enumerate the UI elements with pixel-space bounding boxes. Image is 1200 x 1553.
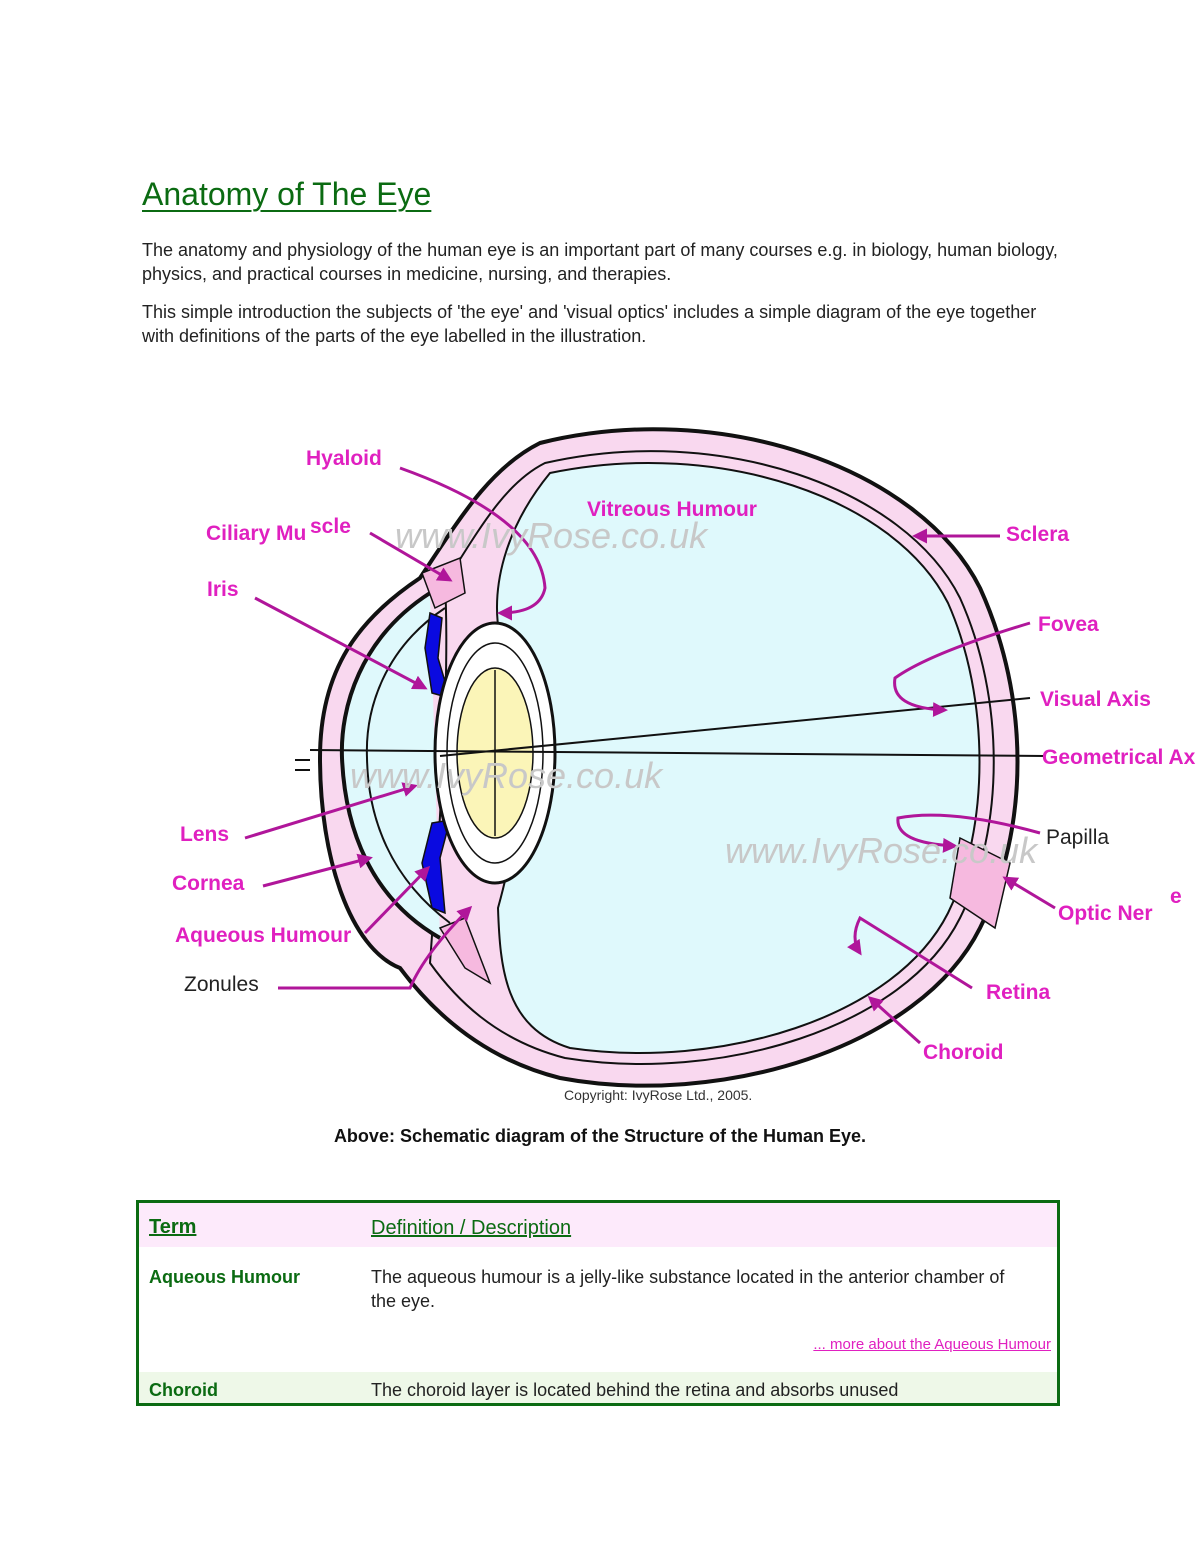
term-aqueous-humour: Aqueous Humour: [149, 1267, 300, 1287]
optic-nerve: [949, 836, 1011, 930]
label-choroid: Choroid: [923, 1041, 1003, 1064]
definition-choroid: The choroid layer is located behind the …: [371, 1380, 899, 1400]
watermark-1: www.IvyRose.co.uk: [395, 515, 709, 556]
label-optic-nerve-a: Optic Ner: [1058, 902, 1153, 925]
page-title: Anatomy of The Eye: [142, 176, 432, 212]
label-zonules: Zonules: [184, 973, 259, 996]
watermark-3: www.IvyRose.co.uk: [725, 830, 1039, 871]
label-lens: Lens: [180, 823, 229, 846]
term-choroid: Choroid: [149, 1380, 218, 1400]
eye-diagram: www.IvyRose.co.uk www.IvyRose.co.uk www.…: [172, 427, 1196, 1103]
more-aqueous-humour-link[interactable]: ... more about the Aqueous Humour: [813, 1336, 1051, 1353]
label-geometrical-axis: Geometrical Ax: [1042, 746, 1196, 769]
intro-paragraph-2: This simple introduction the subjects of…: [142, 302, 1037, 346]
watermark-2: www.IvyRose.co.uk: [350, 755, 664, 796]
label-fovea: Fovea: [1038, 613, 1099, 636]
label-ciliary-muscle-a: Ciliary Mu: [206, 522, 306, 545]
diagram-caption: Above: Schematic diagram of the Structur…: [333, 1126, 867, 1146]
label-papilla: Papilla: [1046, 826, 1109, 849]
label-vitreous-humour: Vitreous Humour: [587, 498, 757, 521]
label-aqueous-humour: Aqueous Humour: [175, 924, 351, 947]
label-retina: Retina: [986, 981, 1051, 1004]
label-ciliary-muscle-b: scle: [310, 515, 351, 538]
label-hyaloid: Hyaloid: [306, 447, 382, 470]
table-header-row: Term Definition / Description: [139, 1203, 1057, 1247]
retina-layer: [428, 450, 995, 1065]
header-definition: Definition / Description: [371, 1217, 572, 1239]
label-optic-nerve-b: e: [1170, 885, 1182, 908]
header-term: Term: [149, 1216, 197, 1238]
label-iris: Iris: [207, 578, 239, 601]
definitions-table: Term Definition / Description Aqueous Hu…: [136, 1200, 1060, 1406]
definition-aqueous-humour: The aqueous humour is a jelly-like subst…: [371, 1267, 1005, 1311]
label-sclera: Sclera: [1006, 523, 1069, 546]
label-cornea: Cornea: [172, 872, 245, 895]
intro-paragraph-1: The anatomy and physiology of the human …: [142, 240, 1058, 284]
diagram-copyright: Copyright: IvyRose Ltd., 2005.: [564, 1087, 752, 1103]
label-visual-axis: Visual Axis: [1040, 688, 1151, 711]
geometrical-axis-line: [309, 749, 1046, 757]
table-row: Choroid The choroid layer is located beh…: [139, 1372, 1057, 1403]
